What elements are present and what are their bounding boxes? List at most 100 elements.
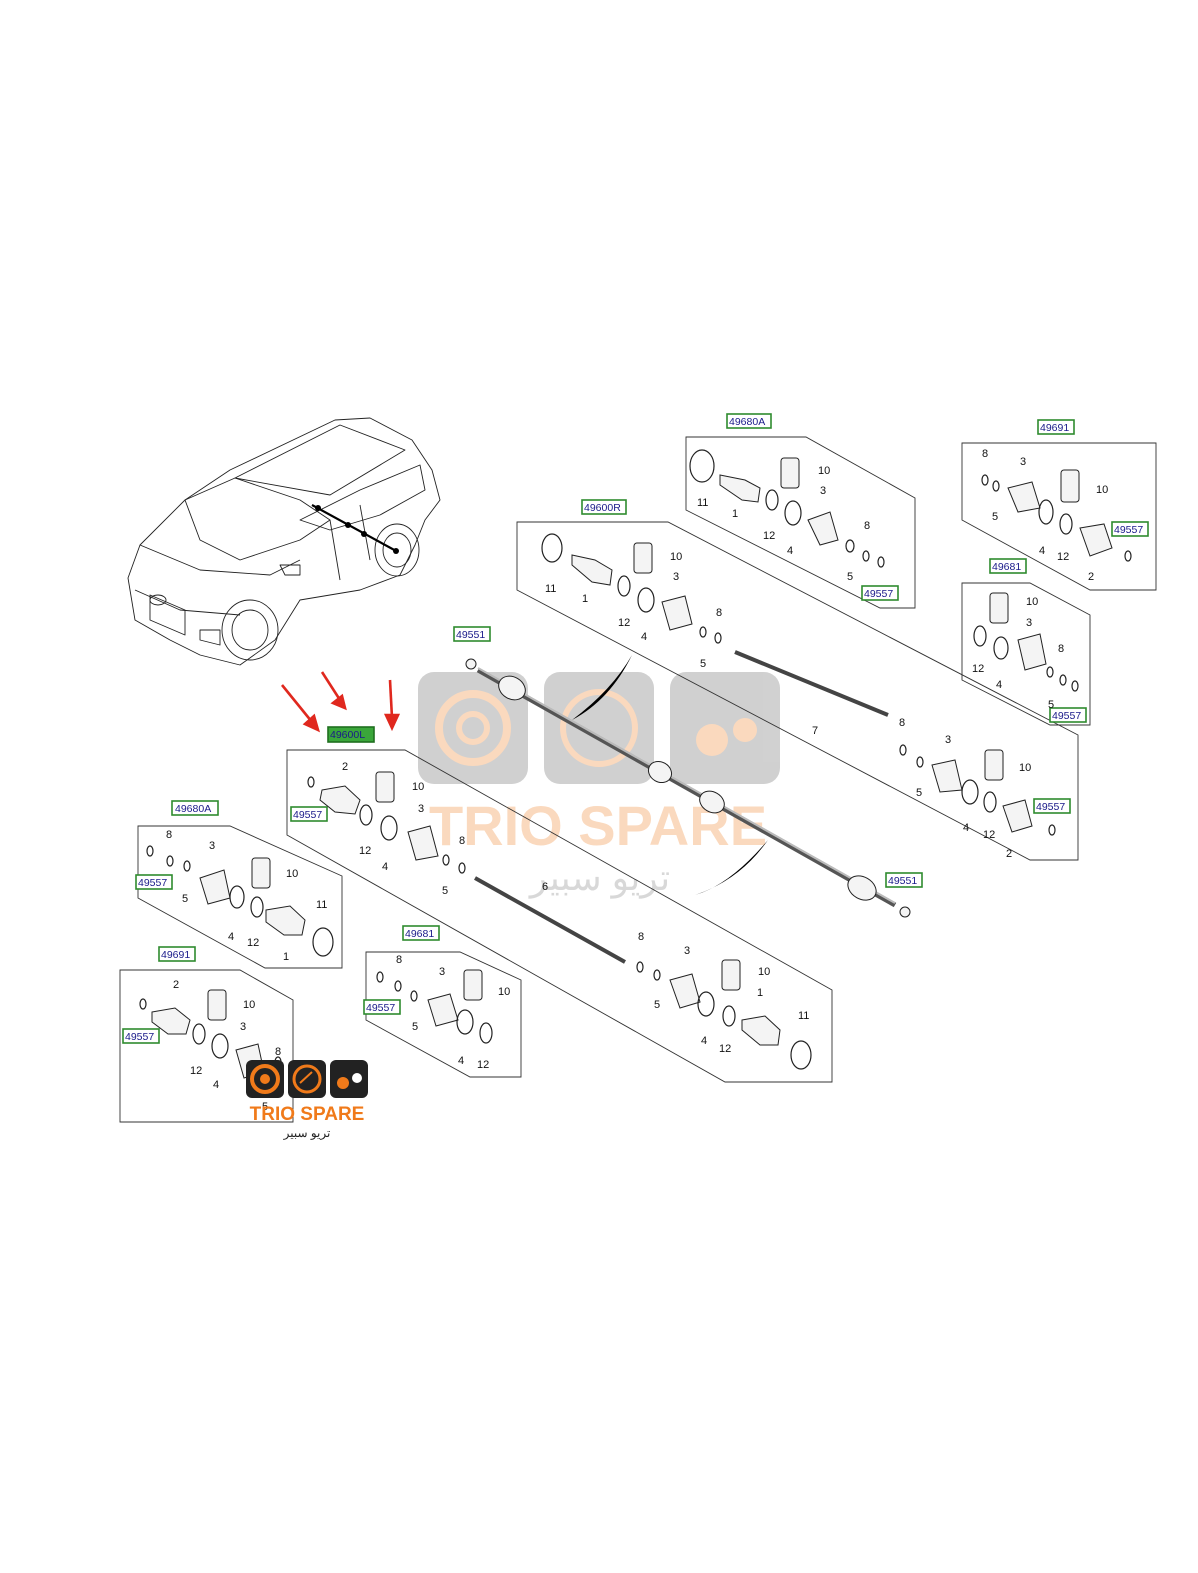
ref-49557-left-b[interactable]: 49557 (122, 1028, 160, 1044)
svg-text:3: 3 (945, 734, 951, 746)
svg-text:1: 1 (582, 593, 588, 605)
svg-text:49551: 49551 (456, 629, 485, 641)
svg-text:49691: 49691 (161, 949, 190, 961)
svg-text:8: 8 (638, 931, 644, 943)
logo-brand: TRIO SPARE (250, 1104, 365, 1125)
group-49600r: 11 1 10 12 4 3 5 8 7 8 3 10 5 4 12 2 (541, 533, 1056, 860)
group-49680a-top: 11 1 10 12 4 3 5 8 (689, 449, 885, 583)
svg-text:5: 5 (412, 1021, 418, 1033)
svg-text:10: 10 (670, 551, 682, 563)
ref-49681-right[interactable]: 49681 (989, 558, 1027, 574)
svg-text:12: 12 (190, 1065, 202, 1077)
svg-text:10: 10 (1019, 762, 1031, 774)
svg-text:8: 8 (716, 607, 722, 619)
svg-text:11: 11 (316, 899, 327, 911)
svg-text:49681: 49681 (992, 561, 1021, 573)
ref-49551-top[interactable]: 49551 (453, 626, 491, 642)
svg-text:49557: 49557 (1052, 710, 1081, 722)
svg-text:49557: 49557 (138, 877, 167, 889)
svg-text:49557: 49557 (864, 588, 893, 600)
svg-text:5: 5 (182, 893, 188, 905)
svg-text:49557: 49557 (1114, 524, 1143, 536)
group-49681-right: 10 3 12 4 8 5 (972, 592, 1079, 711)
ref-49691-left[interactable]: 49691 (158, 946, 196, 962)
svg-text:5: 5 (1048, 699, 1054, 711)
svg-text:2: 2 (173, 979, 179, 991)
svg-text:5: 5 (992, 511, 998, 523)
logo-arabic: تريو سبير (283, 1126, 331, 1140)
ref-49557-left-a[interactable]: 49557 (135, 874, 173, 890)
reference-labels: 49680A 49691 49681 49600R 49600L 49680A … (122, 413, 1149, 1044)
trio-spare-logo: TRIO SPARE تريو سبير (246, 1060, 368, 1140)
svg-text:8: 8 (982, 448, 988, 460)
svg-text:10: 10 (818, 465, 830, 477)
svg-text:49551: 49551 (888, 875, 917, 887)
svg-text:11: 11 (545, 583, 556, 595)
svg-text:12: 12 (477, 1059, 489, 1071)
svg-text:5: 5 (442, 885, 448, 897)
svg-text:5: 5 (847, 571, 853, 583)
svg-text:12: 12 (247, 937, 259, 949)
svg-text:8: 8 (459, 835, 465, 847)
svg-text:1: 1 (283, 951, 289, 963)
svg-text:4: 4 (996, 679, 1002, 691)
svg-text:12: 12 (1057, 551, 1069, 563)
ref-49681-left[interactable]: 49681 (402, 925, 440, 941)
group-49600l: 2 10 12 4 3 5 8 6 8 5 3 10 4 12 1 11 (307, 761, 812, 1070)
svg-text:8: 8 (396, 954, 402, 966)
callout: 11 (697, 497, 708, 509)
ref-49551-bottom[interactable]: 49551 (885, 872, 923, 888)
svg-text:3: 3 (418, 803, 424, 815)
svg-text:12: 12 (972, 663, 984, 675)
svg-text:12: 12 (359, 845, 371, 857)
ref-49680a-top[interactable]: 49680A (726, 413, 772, 429)
ref-49691-top[interactable]: 49691 (1037, 419, 1075, 435)
svg-text:49557: 49557 (125, 1031, 154, 1043)
svg-text:5: 5 (700, 658, 706, 670)
watermark-arabic: تريو سبير (528, 857, 670, 899)
svg-text:8: 8 (864, 520, 870, 532)
svg-text:49600L: 49600L (330, 729, 365, 741)
svg-text:49600R: 49600R (584, 502, 621, 514)
svg-text:11: 11 (798, 1010, 809, 1022)
svg-text:49557: 49557 (1036, 801, 1065, 813)
svg-text:4: 4 (641, 631, 647, 643)
svg-text:5: 5 (916, 787, 922, 799)
ref-49557-shaft-r[interactable]: 49557 (1033, 798, 1071, 814)
svg-text:4: 4 (382, 861, 388, 873)
svg-text:12: 12 (618, 617, 630, 629)
ref-49557-top-b[interactable]: 49557 (1111, 521, 1149, 537)
svg-text:3: 3 (1020, 456, 1026, 468)
svg-text:10: 10 (1026, 596, 1038, 608)
svg-text:3: 3 (209, 840, 215, 852)
svg-text:6: 6 (542, 881, 548, 893)
svg-text:4: 4 (458, 1055, 464, 1067)
svg-text:3: 3 (673, 571, 679, 583)
svg-text:10: 10 (1096, 484, 1108, 496)
svg-text:5: 5 (262, 1101, 268, 1113)
ref-49600l-highlighted[interactable]: 49600L (327, 726, 375, 743)
svg-text:1: 1 (757, 987, 763, 999)
ref-49557-left-c[interactable]: 49557 (363, 999, 401, 1015)
svg-text:3: 3 (439, 966, 445, 978)
group-49691-top: 8 3 10 5 4 12 2 (981, 448, 1132, 583)
svg-text:12: 12 (983, 829, 995, 841)
svg-text:2: 2 (342, 761, 348, 773)
svg-text:10: 10 (412, 781, 424, 793)
svg-text:10: 10 (498, 986, 510, 998)
svg-text:10: 10 (243, 999, 255, 1011)
ref-49600r[interactable]: 49600R (581, 499, 627, 515)
svg-text:5: 5 (654, 999, 660, 1011)
group-49681-left: 8 3 10 5 4 12 (376, 954, 510, 1071)
main-drive-shaft (465, 655, 911, 918)
ref-49557-mid-b[interactable]: 49557 (1049, 707, 1087, 723)
svg-text:49691: 49691 (1040, 422, 1069, 434)
ref-49557-top-a[interactable]: 49557 (861, 585, 899, 601)
svg-text:8: 8 (166, 829, 172, 841)
svg-text:49557: 49557 (293, 809, 322, 821)
ref-49680a-left[interactable]: 49680A (171, 800, 219, 816)
svg-text:3: 3 (684, 945, 690, 957)
svg-text:7: 7 (812, 725, 818, 737)
ref-49557-shaft-l[interactable]: 49557 (290, 806, 328, 822)
svg-text:1: 1 (732, 508, 738, 520)
